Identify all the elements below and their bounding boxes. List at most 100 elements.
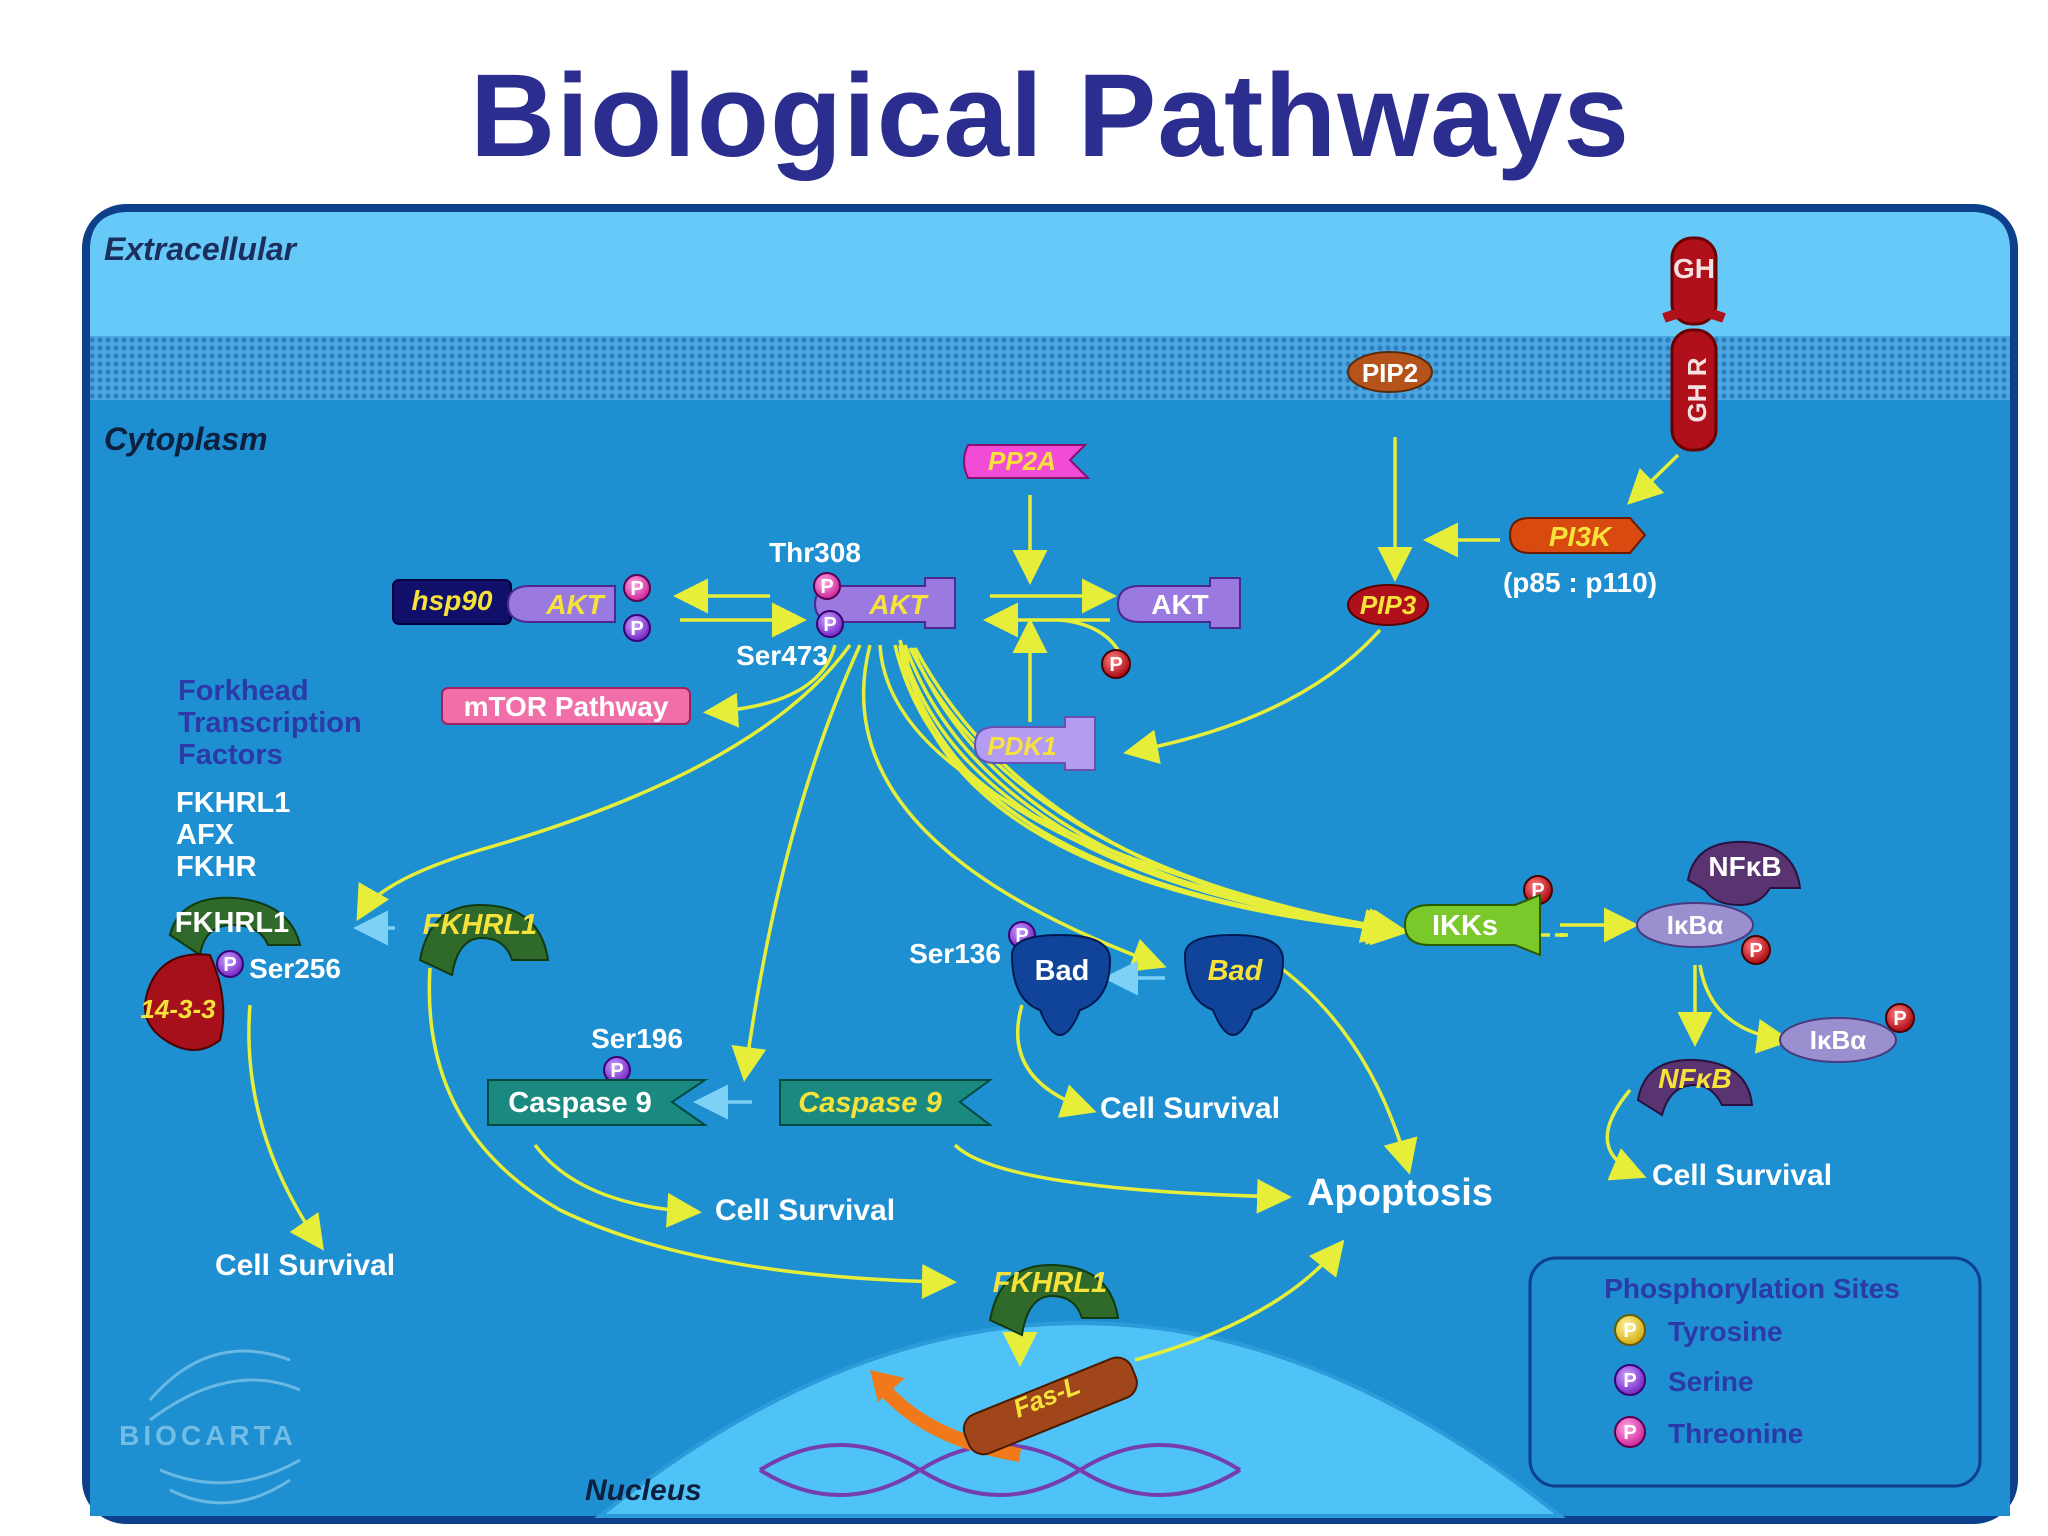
extracellular-label: Extracellular: [104, 231, 298, 267]
akt-hsp-label: AKT: [545, 589, 606, 620]
p-label: P: [610, 1060, 623, 1082]
nucleus-label: Nucleus: [585, 1474, 702, 1507]
ikba-top-label: IκBα: [1667, 910, 1723, 940]
pdk1-node: [973, 716, 1096, 771]
forkhead-heading-line: Forkhead: [178, 675, 309, 707]
phospho-sites: [216, 572, 1915, 1084]
apoptosis-label: Apoptosis: [1307, 1172, 1493, 1214]
ser196-label: Ser196: [591, 1023, 683, 1054]
fkhrl1-bound-node: [168, 896, 302, 957]
bad-p-label: Bad: [1035, 955, 1090, 987]
p-label: P: [630, 618, 643, 640]
caspase-p-label: Caspase 9: [508, 1087, 652, 1119]
nfkb-bottom-label: NFκB: [1658, 1063, 1731, 1094]
ghr-label: GH R: [1682, 357, 1712, 422]
pip3-label: PIP3: [1360, 590, 1417, 620]
page-title: Biological Pathways: [470, 50, 1630, 182]
cytoplasm-label: Cytoplasm: [104, 421, 268, 457]
bad-free-node: [1183, 933, 1285, 1037]
p-label: P: [820, 576, 833, 598]
ikba-right-label: IκBα: [1810, 1025, 1866, 1055]
legend-title: Phosphorylation Sites: [1604, 1273, 1900, 1304]
p-label: P: [1749, 940, 1762, 962]
cell-survival-label: Cell Survival: [1652, 1159, 1832, 1192]
p-label: P: [1623, 1422, 1636, 1444]
fasl-node: [962, 1356, 1138, 1456]
p-label: P: [1623, 1370, 1636, 1392]
forkhead-member: AFX: [176, 819, 235, 851]
pip2-label: PIP2: [1362, 358, 1418, 388]
outcome-labels: Cell Survival Cell Survival Cell Surviva…: [215, 1092, 1832, 1282]
pi3k-label: PI3K: [1549, 521, 1613, 552]
p-label: P: [823, 614, 836, 636]
ikba-right-node: [1779, 1017, 1897, 1063]
hsp90-label: hsp90: [412, 585, 493, 616]
cell-survival-label: Cell Survival: [1100, 1092, 1280, 1125]
pdk1-label: PDK1: [987, 731, 1056, 761]
akt-right-node: [1116, 577, 1241, 629]
p-label: P: [223, 954, 236, 976]
cell-survival-label: Cell Survival: [715, 1194, 895, 1227]
legend-item-serine: Serine: [1668, 1366, 1754, 1397]
ser136-label: Ser136: [909, 938, 1001, 969]
mtor-node: [441, 687, 691, 725]
nfkb-bottom-node: [1636, 1058, 1754, 1117]
fkhrl1-nuclear-node: [988, 1263, 1120, 1337]
fkhrl1-free-label: FKHRL1: [423, 909, 537, 941]
gh-label: GH: [1673, 253, 1715, 284]
forkhead-member: FKHRL1: [176, 787, 290, 819]
translocation-arrows: [353, 910, 1165, 1120]
caspase-free-label: Caspase 9: [798, 1087, 942, 1119]
p-label: P: [1109, 654, 1122, 676]
biocarta-logo: [148, 1349, 301, 1505]
cell-frame: [82, 204, 2018, 1524]
cell-survival-label: Cell Survival: [215, 1249, 395, 1282]
mtor-label: mTOR Pathway: [464, 691, 669, 722]
legend-swatch-serine: [1614, 1364, 1646, 1396]
forkhead-members: FKHRL1 AFX FKHR: [176, 787, 290, 883]
pi3k-subunits-label: (p85 : p110): [1503, 567, 1657, 598]
secondary-arrows: [247, 907, 1792, 1367]
fkhrl1-bound-label: FKHRL1: [175, 907, 289, 939]
ser256-label: Ser256: [249, 953, 341, 984]
protein-1433-node: [144, 953, 225, 1051]
nfkb-top-node: [1686, 840, 1802, 907]
legend-item-threonine: Threonine: [1668, 1418, 1803, 1449]
p-label: P: [630, 578, 643, 600]
p-label: P: [1893, 1008, 1906, 1030]
transcription-arrowhead: [870, 1370, 905, 1402]
caspase-p-node: [487, 1079, 709, 1126]
cell-membrane: [90, 336, 2010, 404]
pip3-node: [1347, 584, 1429, 626]
akt-right-label: AKT: [1151, 589, 1209, 620]
ikks-node: [1403, 893, 1541, 957]
pp2a-label: PP2A: [988, 446, 1056, 476]
ser473-label: Ser473: [736, 640, 828, 671]
legend-item-tyrosine: Tyrosine: [1668, 1316, 1783, 1347]
legend-swatch-threonine: [1614, 1416, 1646, 1448]
akt-center-label: AKT: [868, 589, 929, 620]
p-label: P: [1623, 1320, 1636, 1342]
legend: Phosphorylation Sites P P P Tyrosine Ser…: [1528, 1256, 1982, 1488]
pathway-arrows: [356, 437, 1680, 1082]
forkhead-member: FKHR: [176, 851, 257, 883]
forkhead-heading-line: Transcription: [178, 707, 362, 739]
fkhrl1-free-node: [418, 903, 550, 977]
gh-receptor: [1662, 236, 1726, 452]
pip2-node: [1347, 351, 1433, 393]
fkhrl1-nuclear-label: FKHRL1: [993, 1267, 1107, 1299]
pp2a-node: [963, 444, 1091, 479]
protein-1433-label: 14-3-3: [140, 994, 216, 1024]
bad-p-node: [1010, 933, 1112, 1037]
biocarta-watermark: BIOCARTA: [119, 1420, 297, 1451]
bad-free-label: Bad: [1208, 955, 1264, 987]
forkhead-heading-line: Factors: [178, 739, 283, 771]
thr308-label: Thr308: [769, 537, 861, 568]
caspase-free-node: [779, 1079, 994, 1126]
nfkb-top-label: NFκB: [1708, 851, 1781, 882]
pi3k-node: [1508, 517, 1647, 554]
akt-hsp-node: [506, 585, 616, 623]
forkhead-heading: Forkhead Transcription Factors: [178, 675, 362, 771]
ikba-top-node: [1636, 902, 1754, 948]
